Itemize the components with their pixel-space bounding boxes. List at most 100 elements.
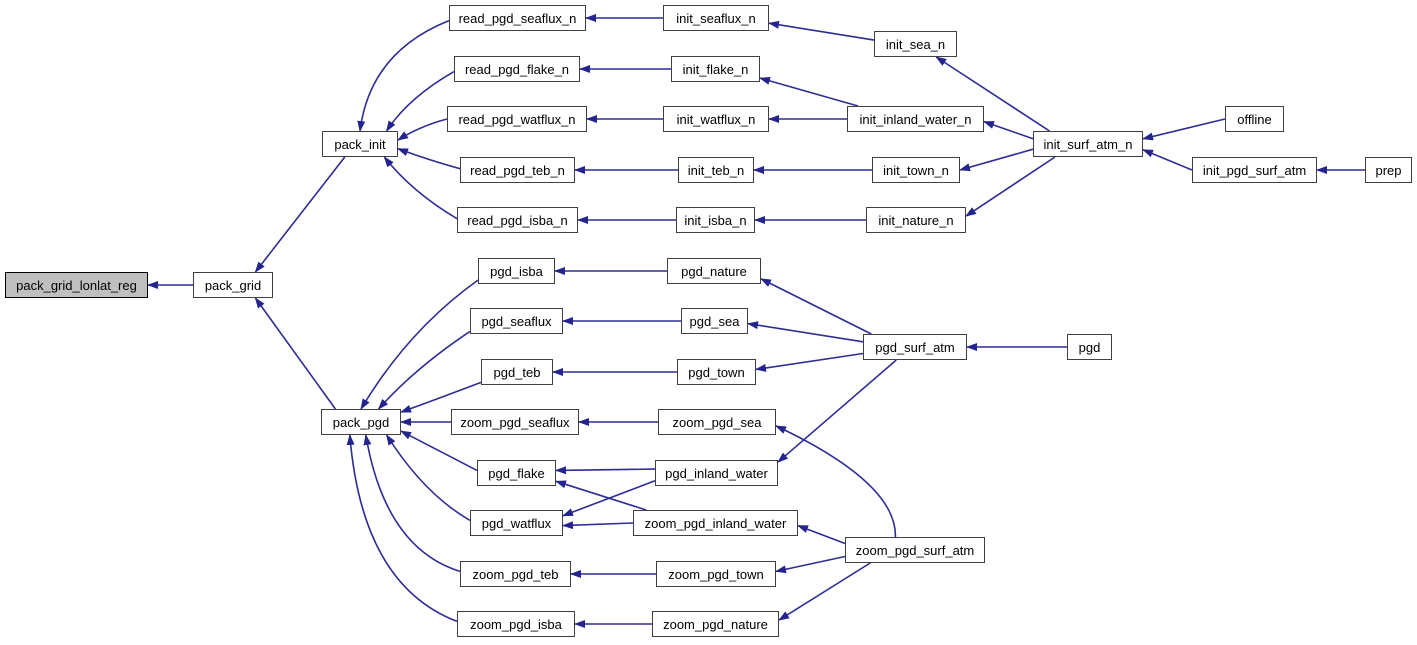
edge-zoom_pgd_surf_atm-to-zoom_pgd_sea bbox=[775, 425, 897, 538]
node-pgd_watflux[interactable]: pgd_watflux bbox=[470, 510, 563, 536]
node-read_pgd_isba_n[interactable]: read_pgd_isba_n bbox=[457, 207, 578, 233]
edge-init_surf_atm_n-to-init_inland_water_n bbox=[983, 120, 1034, 140]
node-pgd_nature[interactable]: pgd_nature bbox=[667, 258, 761, 284]
node-pgd_teb[interactable]: pgd_teb bbox=[481, 359, 553, 385]
node-label: init_watflux_n bbox=[676, 111, 756, 127]
edge-zoom_pgd_isba-to-pack_pgd bbox=[346, 434, 458, 623]
node-label: pgd_surf_atm bbox=[875, 339, 955, 355]
node-label: pgd_teb bbox=[493, 364, 541, 380]
node-label: pgd_nature bbox=[681, 263, 747, 279]
node-label: zoom_pgd_isba bbox=[470, 616, 562, 632]
node-read_pgd_watflux_n[interactable]: read_pgd_watflux_n bbox=[447, 106, 587, 132]
edge-pack_pgd-to-pack_grid bbox=[254, 297, 337, 410]
node-label: pgd_town bbox=[688, 364, 745, 380]
node-offline[interactable]: offline bbox=[1225, 106, 1284, 132]
node-init_inland_water_n[interactable]: init_inland_water_n bbox=[847, 106, 984, 132]
edge-pgd_teb-to-pack_pgd bbox=[400, 381, 482, 413]
node-init_teb_n[interactable]: init_teb_n bbox=[678, 157, 754, 183]
edge-pgd_flake-to-pack_pgd bbox=[400, 430, 478, 472]
node-init_nature_n[interactable]: init_nature_n bbox=[866, 207, 966, 233]
edge-zoom_pgd_surf_atm-to-zoom_pgd_inland_water bbox=[797, 524, 846, 545]
node-pgd_seaflux[interactable]: pgd_seaflux bbox=[470, 308, 563, 334]
node-pgd[interactable]: pgd bbox=[1067, 334, 1112, 360]
node-label: init_isba_n bbox=[684, 212, 747, 228]
node-pack_init[interactable]: pack_init bbox=[322, 131, 398, 157]
node-label: read_pgd_teb_n bbox=[470, 162, 565, 178]
edge-read_pgd_isba_n-to-pack_init bbox=[383, 156, 458, 220]
node-zoom_pgd_teb[interactable]: zoom_pgd_teb bbox=[460, 561, 571, 587]
node-read_pgd_flake_n[interactable]: read_pgd_flake_n bbox=[454, 56, 580, 82]
node-label: init_sea_n bbox=[885, 36, 946, 52]
node-label: pack_grid bbox=[204, 277, 262, 293]
node-zoom_pgd_surf_atm[interactable]: zoom_pgd_surf_atm bbox=[845, 537, 985, 563]
edge-pgd_isba-to-pack_pgd bbox=[360, 279, 479, 410]
node-read_pgd_seaflux_n[interactable]: read_pgd_seaflux_n bbox=[449, 5, 586, 31]
node-init_sea_n[interactable]: init_sea_n bbox=[874, 31, 957, 57]
node-pgd_inland_water[interactable]: pgd_inland_water bbox=[655, 460, 778, 486]
edge-read_pgd_seaflux_n-to-pack_init bbox=[357, 19, 450, 132]
node-pack_pgd[interactable]: pack_pgd bbox=[321, 409, 401, 435]
node-label: zoom_pgd_seaflux bbox=[460, 414, 570, 430]
node-label: pack_pgd bbox=[332, 414, 390, 430]
node-pgd_isba[interactable]: pgd_isba bbox=[478, 258, 555, 284]
node-label: pack_grid_lonlat_reg bbox=[16, 277, 137, 293]
node-init_flake_n[interactable]: init_flake_n bbox=[671, 56, 760, 82]
node-pgd_flake[interactable]: pgd_flake bbox=[477, 460, 556, 486]
node-label: read_pgd_watflux_n bbox=[458, 111, 576, 127]
edge-pgd_watflux-to-pack_pgd bbox=[385, 434, 471, 522]
node-label: zoom_pgd_surf_atm bbox=[855, 542, 975, 558]
node-init_watflux_n[interactable]: init_watflux_n bbox=[663, 106, 769, 132]
node-label: init_seaflux_n bbox=[676, 10, 756, 26]
node-label: init_flake_n bbox=[682, 61, 749, 77]
edge-zoom_pgd_inland_water-to-pgd_watflux bbox=[562, 521, 634, 530]
node-zoom_pgd_nature[interactable]: zoom_pgd_nature bbox=[652, 611, 779, 637]
edge-init_sea_n-to-init_seaflux_n bbox=[768, 20, 875, 41]
edge-init_inland_water_n-to-init_flake_n bbox=[759, 76, 859, 107]
node-pgd_sea[interactable]: pgd_sea bbox=[681, 308, 748, 334]
node-label: init_surf_atm_n bbox=[1043, 136, 1133, 152]
node-zoom_pgd_isba[interactable]: zoom_pgd_isba bbox=[457, 611, 575, 637]
edge-pgd_inland_water-to-pgd_flake bbox=[555, 466, 656, 475]
node-zoom_pgd_sea[interactable]: zoom_pgd_sea bbox=[658, 409, 776, 435]
node-init_isba_n[interactable]: init_isba_n bbox=[676, 207, 755, 233]
edge-read_pgd_teb_n-to-pack_init bbox=[397, 147, 461, 170]
node-pack_grid_lonlat_reg: pack_grid_lonlat_reg bbox=[5, 272, 148, 298]
edge-read_pgd_flake_n-to-pack_init bbox=[385, 70, 455, 132]
edge-pgd_seaflux-to-pack_pgd bbox=[377, 330, 471, 410]
node-zoom_pgd_seaflux[interactable]: zoom_pgd_seaflux bbox=[451, 409, 579, 435]
node-label: read_pgd_flake_n bbox=[464, 61, 570, 77]
node-label: prep bbox=[1375, 162, 1402, 178]
edge-pgd_surf_atm-to-pgd_nature bbox=[760, 278, 872, 335]
node-prep[interactable]: prep bbox=[1365, 157, 1412, 183]
edge-init_surf_atm_n-to-init_nature_n bbox=[965, 156, 1056, 217]
node-label: pgd_sea bbox=[689, 313, 740, 329]
node-label: read_pgd_isba_n bbox=[467, 212, 568, 228]
node-init_pgd_surf_atm[interactable]: init_pgd_surf_atm bbox=[1192, 157, 1317, 183]
node-init_surf_atm_n[interactable]: init_surf_atm_n bbox=[1033, 131, 1143, 157]
node-pgd_surf_atm[interactable]: pgd_surf_atm bbox=[863, 334, 967, 360]
node-pack_grid[interactable]: pack_grid bbox=[193, 272, 273, 298]
node-label: init_pgd_surf_atm bbox=[1202, 162, 1307, 178]
node-label: zoom_pgd_sea bbox=[672, 414, 762, 430]
edge-offline-to-init_surf_atm_n bbox=[1142, 118, 1226, 141]
edge-pgd_surf_atm-to-pgd_sea bbox=[747, 321, 864, 343]
node-label: pgd_inland_water bbox=[665, 465, 768, 481]
edge-pgd_surf_atm-to-pgd_inland_water bbox=[777, 359, 897, 463]
edge-init_surf_atm_n-to-init_sea_n bbox=[935, 56, 1050, 132]
node-label: offline bbox=[1237, 111, 1272, 127]
node-read_pgd_teb_n[interactable]: read_pgd_teb_n bbox=[460, 157, 575, 183]
edge-pack_init-to-pack_grid bbox=[254, 156, 346, 273]
node-init_town_n[interactable]: init_town_n bbox=[872, 157, 960, 183]
node-label: zoom_pgd_town bbox=[668, 566, 764, 582]
node-zoom_pgd_town[interactable]: zoom_pgd_town bbox=[656, 561, 776, 587]
node-label: pgd bbox=[1078, 339, 1101, 355]
node-label: pgd_isba bbox=[490, 263, 543, 279]
node-label: zoom_pgd_teb bbox=[472, 566, 559, 582]
edge-zoom_pgd_surf_atm-to-zoom_pgd_town bbox=[775, 555, 846, 574]
edge-zoom_pgd_surf_atm-to-zoom_pgd_nature bbox=[778, 562, 871, 621]
node-init_seaflux_n[interactable]: init_seaflux_n bbox=[663, 5, 769, 31]
node-pgd_town[interactable]: pgd_town bbox=[677, 359, 756, 385]
node-label: pgd_watflux bbox=[481, 515, 552, 531]
node-zoom_pgd_inland_water[interactable]: zoom_pgd_inland_water bbox=[633, 510, 798, 536]
